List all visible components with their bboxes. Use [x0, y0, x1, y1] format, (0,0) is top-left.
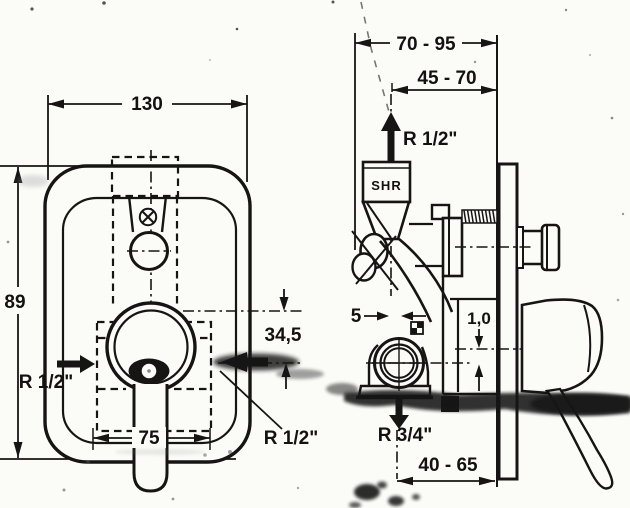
lower-housing [441, 276, 497, 412]
paper-specks [6, 0, 625, 501]
front-view: 130 89 75 34,5 [0, 92, 318, 493]
dimension-130: 130 [48, 92, 247, 115]
pencil-mark [360, 1, 390, 113]
inlet-left-label: R 1/2" [19, 372, 73, 393]
dimension-75: 75 [92, 427, 211, 450]
plate-slab-section [497, 162, 519, 481]
dimension-1-0: 1,0 [455, 309, 533, 391]
dimension-45-70: 45 - 70 [391, 68, 497, 95]
dimension-70-95: 70 - 95 [355, 32, 497, 55]
bottom-outlet-label: R 3/4" [378, 425, 432, 446]
wall-pipe-assembly [409, 203, 498, 278]
column-edge-right [160, 195, 168, 233]
dim-center-offset-label: 5 [351, 306, 362, 327]
dimension-5: 5 [351, 306, 426, 327]
handle-hub [128, 358, 170, 384]
bottom-outlet-arrow: R 3/4" [378, 398, 432, 479]
dimension-40-65: 40 - 65 [397, 455, 495, 486]
inlet-arrow-left [57, 355, 95, 373]
dim-face-gap-label: 1,0 [467, 309, 491, 328]
mixer-body-tube [379, 237, 454, 323]
photocopy-artifacts [6, 0, 630, 508]
dim-depth-concealed-label: 45 - 70 [417, 68, 476, 89]
checker-mark-icon [410, 321, 424, 335]
side-view: 70 - 95 45 - 70 R 1/2" SHR [351, 32, 614, 490]
column-edge-left [127, 195, 135, 233]
shower-outlet-label: R 1/2" [403, 129, 457, 150]
dimension-89: 89 [0, 167, 33, 458]
spindle-and-cap [455, 223, 561, 272]
screw-icon [138, 207, 158, 227]
dim-depth-total-label: 70 - 95 [396, 34, 456, 55]
dim-height-label: 89 [4, 292, 25, 313]
handle-ring-inner [113, 309, 189, 385]
dim-offset-label: 34,5 [265, 325, 302, 346]
shower-connector-unit: SHR [361, 160, 412, 241]
inlet-right-label: R 1/2" [264, 428, 318, 449]
dim-width-label: 130 [131, 94, 163, 115]
shr-marking: SHR [371, 178, 401, 193]
leader-line [219, 370, 283, 430]
dim-outlet-depth-label: 40 - 65 [418, 455, 478, 476]
concealed-pipe-dashed [110, 155, 180, 198]
dim-handle-label: 75 [138, 428, 160, 449]
bottom-outlet-elbow [356, 337, 473, 400]
